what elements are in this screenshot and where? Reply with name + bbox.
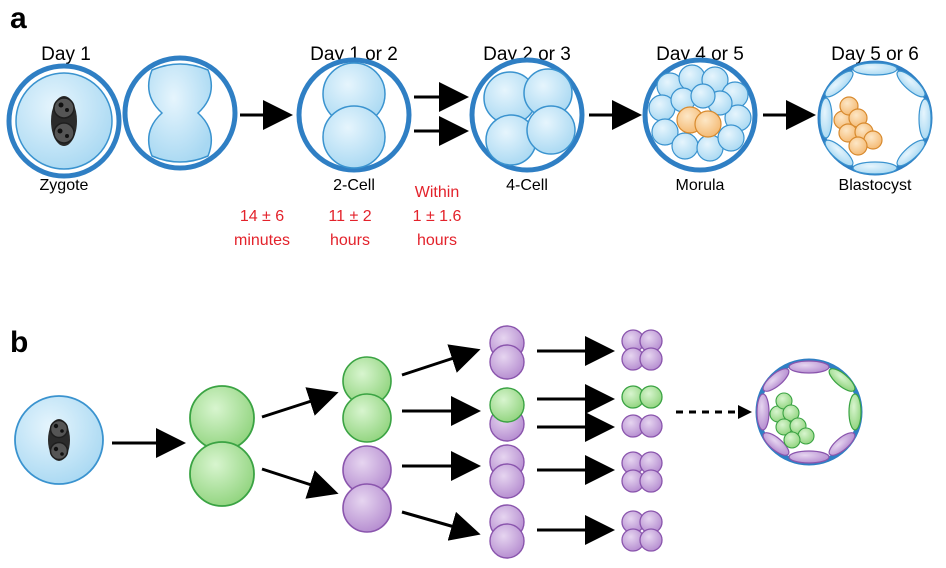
lineage-purple-pair — [342, 445, 392, 533]
arrow-b3-1 — [401, 344, 481, 377]
quad-purple-1 — [621, 329, 663, 371]
lineage-two-cell-green — [189, 385, 255, 507]
doublet-green-purple — [489, 387, 525, 442]
doublet-purple-2 — [489, 444, 525, 499]
day-label-3: Day 2 or 3 — [483, 44, 571, 65]
panel-letter-a: a — [10, 2, 27, 35]
lineage-blastocyst — [755, 358, 863, 466]
timing-1-line-2: minutes — [234, 232, 290, 249]
two-cell-embryo — [296, 57, 412, 173]
timing-2-line-1: 11 ± 2 — [328, 208, 371, 225]
timing-3-line-1: Within — [415, 184, 459, 201]
pair-green — [621, 385, 663, 409]
day-label-2: Day 1 or 2 — [310, 44, 398, 65]
stage-label-4-cell: 4-Cell — [506, 177, 548, 194]
dashed-arrow-head — [738, 405, 752, 419]
blastocyst-embryo — [817, 60, 933, 176]
four-cell-embryo — [469, 57, 585, 173]
timing-1-line-1: 14 ± 6 — [240, 208, 284, 225]
panel-letter-b: b — [10, 326, 28, 359]
doublet-purple-1 — [489, 325, 525, 380]
stage-label-2-cell: 2-Cell — [333, 177, 375, 194]
stage-label-zygote: Zygote — [40, 177, 89, 194]
quad-purple-3 — [621, 510, 663, 552]
doublet-purple-3 — [489, 504, 525, 559]
stage-label-morula: Morula — [676, 177, 725, 194]
lineage-zygote — [14, 395, 104, 485]
lineage-green-pair — [342, 356, 392, 443]
day-label-4: Day 4 or 5 — [656, 44, 744, 65]
quad-purple-2 — [621, 451, 663, 493]
stage-label-blastocyst: Blastocyst — [839, 177, 912, 194]
timing-2-line-2: hours — [330, 232, 370, 249]
pair-purple — [621, 414, 663, 438]
morula-embryo — [642, 57, 758, 173]
day-label-1: Day 1 — [41, 44, 91, 65]
arrow-b3-4 — [401, 510, 481, 541]
arrow-b2-lower — [261, 467, 339, 499]
cleaving-zygote-embryo — [122, 55, 238, 171]
timing-3-line-2: 1 ± 1.6 — [413, 208, 462, 225]
zygote-embryo — [6, 63, 122, 179]
arrow-b2-upper — [261, 387, 339, 419]
day-label-5: Day 5 or 6 — [831, 44, 919, 65]
timing-3-line-3: hours — [417, 232, 457, 249]
